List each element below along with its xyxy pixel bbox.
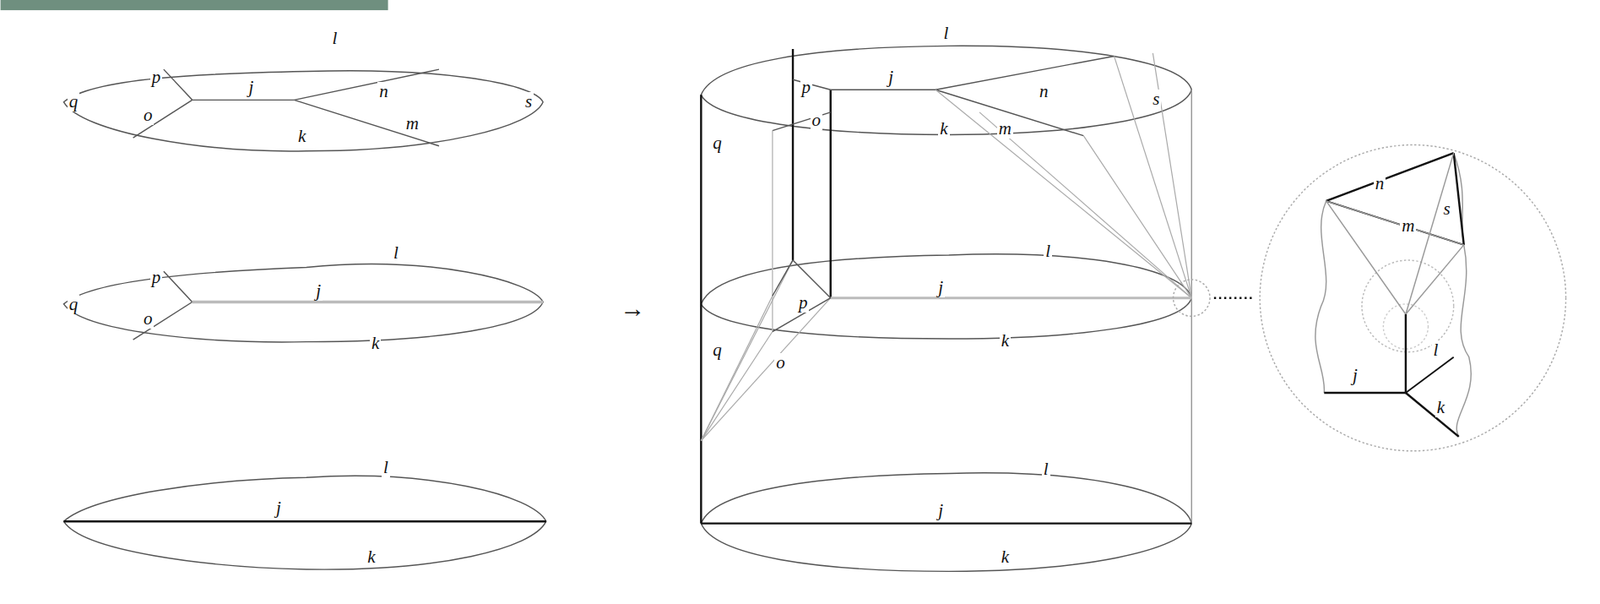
edge-label: k	[365, 547, 377, 567]
edge-label: j	[936, 500, 945, 521]
edge-label: k	[1435, 397, 1447, 418]
edge-label: k	[999, 330, 1011, 351]
edge-label: s	[523, 92, 534, 112]
edge-label: p	[150, 67, 163, 87]
edge-label: p	[800, 77, 814, 98]
edge-label: o	[141, 309, 155, 329]
edge-label: m	[997, 119, 1014, 139]
edge-label: j	[886, 67, 895, 87]
edge-label: p	[150, 267, 163, 288]
edge-label: l	[1041, 459, 1051, 479]
edge-label: n	[1037, 81, 1051, 102]
edge-label: o	[141, 105, 155, 125]
edge-label: j	[274, 498, 283, 518]
edge-label: q	[67, 92, 81, 112]
edge-label: m	[1399, 216, 1416, 236]
edge-label: k	[999, 547, 1011, 567]
edge-label: l	[941, 23, 950, 44]
edge-label: j	[246, 77, 255, 98]
edge-label: j	[1350, 365, 1360, 386]
edge-label: j	[936, 277, 945, 298]
edge-label: p	[797, 292, 810, 313]
edge-label: o	[810, 110, 824, 131]
edge-label: k	[369, 333, 381, 353]
edge-label: k	[938, 119, 950, 139]
edge-label: q	[67, 294, 81, 315]
edge-label: j	[314, 281, 323, 301]
edge-label: l	[1431, 340, 1441, 360]
edge-label: q	[710, 340, 724, 360]
edge-label: q	[710, 133, 724, 153]
edge-label: l	[391, 243, 401, 263]
edge-label: →	[618, 294, 647, 322]
edge-label: m	[404, 113, 421, 134]
edge-label: l	[381, 457, 391, 478]
edge-label: s	[1442, 199, 1453, 219]
edge-label: l	[1043, 241, 1053, 261]
edge-label: o	[774, 352, 787, 373]
edge-label: k	[296, 126, 308, 147]
edge-label: n	[377, 81, 391, 102]
edge-label: s	[1150, 89, 1161, 109]
edge-label: l	[330, 28, 339, 49]
edge-label: n	[1373, 173, 1387, 194]
